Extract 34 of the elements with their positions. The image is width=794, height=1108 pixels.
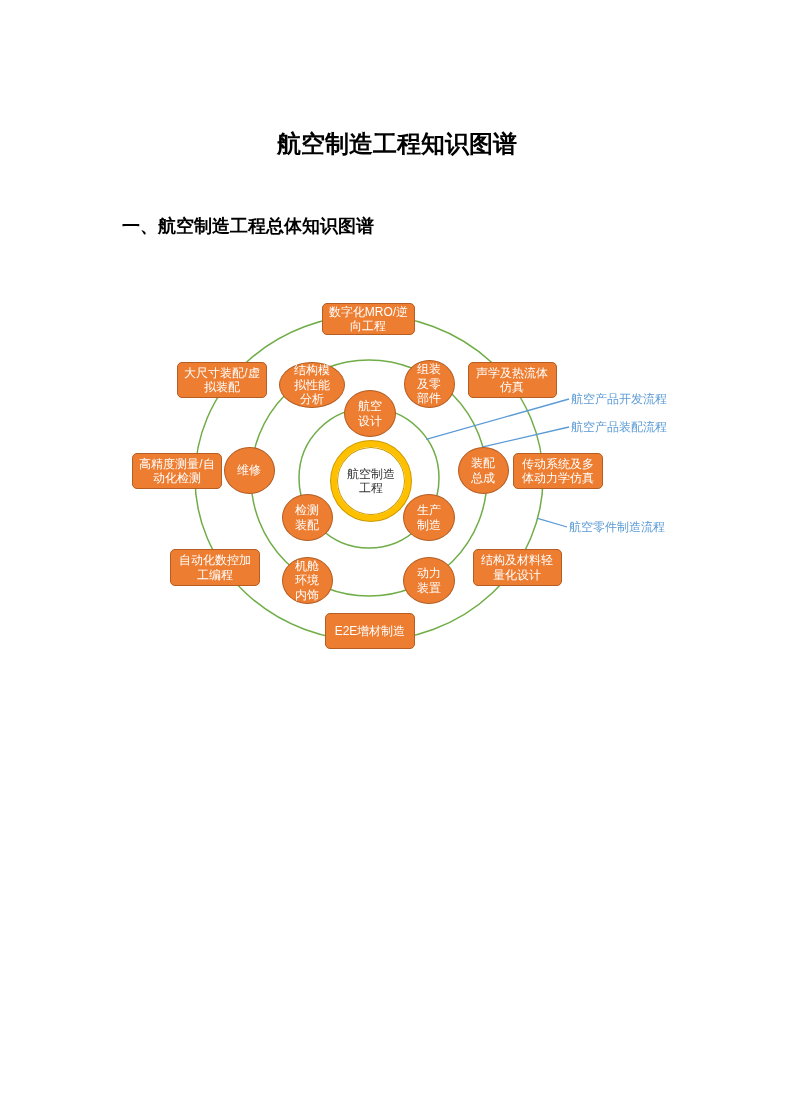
topic-box bbox=[325, 613, 415, 649]
node-label: 航空制造工程 bbox=[346, 466, 396, 496]
node-label: 大尺寸装配/虚拟装配 bbox=[183, 365, 261, 395]
node-label: 航空设计 bbox=[357, 399, 383, 428]
core-circle bbox=[331, 441, 411, 521]
flow-label: 航空零件制造流程 bbox=[569, 519, 665, 535]
leader-line bbox=[481, 426, 570, 448]
node-label: 组装及零部件 bbox=[416, 362, 443, 406]
node-label: 检测装配 bbox=[294, 503, 321, 532]
topic-box bbox=[468, 362, 557, 398]
topic-box bbox=[177, 362, 267, 398]
topic-box bbox=[170, 549, 260, 586]
topic-box bbox=[513, 453, 603, 489]
node-label: 自动化数控加工编程 bbox=[178, 553, 252, 582]
node-label: 结构及材料轻量化设计 bbox=[480, 553, 555, 582]
node-label: 结构模拟性能分析 bbox=[293, 363, 331, 407]
node-label: 维修 bbox=[236, 463, 263, 478]
node-label: 生产制造 bbox=[416, 503, 442, 532]
node-label: 机舱环境内饰 bbox=[294, 558, 321, 603]
leader-line bbox=[425, 398, 570, 441]
node-label: 数字化MRO/逆向工程 bbox=[327, 304, 410, 334]
node-label: 声学及热流体仿真 bbox=[475, 365, 550, 395]
topic-box bbox=[473, 549, 562, 586]
section-heading: 一、航空制造工程总体知识图谱 bbox=[122, 215, 374, 238]
page-title: 航空制造工程知识图谱 bbox=[277, 129, 517, 159]
node-label: 传动系统及多体动力学仿真 bbox=[521, 456, 595, 486]
node-label: 装配总成 bbox=[470, 456, 497, 485]
flow-label: 航空产品装配流程 bbox=[571, 419, 667, 435]
flow-label: 航空产品开发流程 bbox=[571, 391, 667, 407]
node-label: 高精度测量/自动化检测 bbox=[138, 456, 216, 486]
topic-box bbox=[132, 453, 222, 489]
node-label: 动力装置 bbox=[416, 566, 442, 595]
leader-line bbox=[536, 517, 568, 528]
node-label: E2E增材制造 bbox=[334, 623, 406, 639]
